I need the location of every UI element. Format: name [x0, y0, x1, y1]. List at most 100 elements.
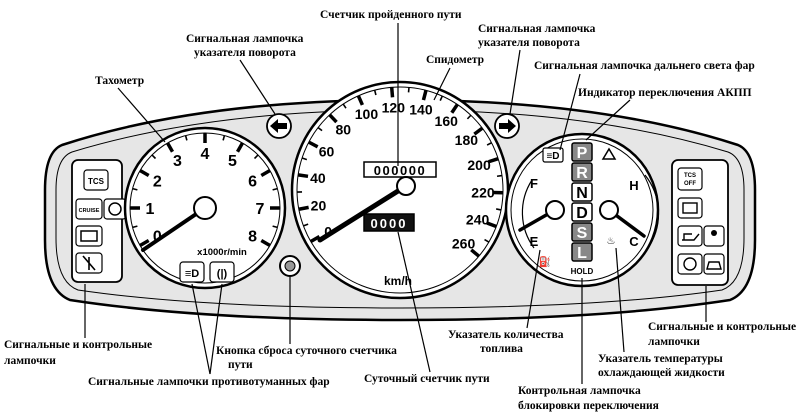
gear-label: P: [577, 145, 588, 162]
label-trip: Суточный счетчик пути: [364, 373, 490, 385]
tachometer-ticks: [130, 133, 280, 248]
label-reset-line1: Кнопка сброса суточного счетчика: [216, 345, 397, 357]
airbag-icon: [711, 230, 717, 236]
speedometer-scale-label: 240: [466, 211, 490, 227]
label-at-indicator: Индикатор переключения АКПП: [578, 87, 752, 99]
speedometer-scale-tick: [356, 95, 365, 106]
tachometer-scale-label: 7: [256, 201, 265, 218]
tcs-lamp-label: TCS: [88, 177, 105, 186]
speedometer-needle: [317, 183, 409, 243]
temp-cold-label: C: [629, 234, 639, 249]
left-warning-panel: TCS CRUISE: [71, 159, 127, 283]
label-odometer: Счетчик пройденного пути: [320, 9, 462, 21]
speedometer-scale-tick: [307, 140, 319, 149]
fuel-pump-icon: ⛽: [539, 255, 551, 268]
tachometer-scale-label: 3: [173, 153, 182, 170]
speedometer-scale-tick: [298, 205, 309, 211]
gear-cell: [571, 142, 593, 162]
label-lock-line1: Контрольная лампочка: [518, 385, 641, 397]
label-fuel-line1: Указатель количества: [448, 329, 564, 341]
label-temp-line2: охлаждающей жидкости: [598, 367, 725, 379]
speedometer-scale-tick: [486, 142, 492, 146]
label-turn-left-line2: указателя поворота: [194, 47, 296, 59]
speedometer-scale-tick: [309, 234, 321, 244]
speedometer-scale-tick: [342, 103, 347, 109]
speedometer-scale-tick: [317, 126, 323, 132]
gear-cell: [571, 162, 593, 182]
tachometer-scale-tick: [272, 225, 278, 229]
gear-cell: [571, 222, 593, 242]
brake-icon: [108, 202, 122, 216]
speedometer-scale-tick: [496, 174, 503, 178]
tachometer-scale-tick: [184, 135, 188, 141]
gear-label: R: [576, 165, 588, 182]
speedometer-scale-tick: [389, 87, 395, 98]
speedometer-scale-label: 180: [455, 132, 479, 148]
speedometer-scale-label: 220: [471, 184, 495, 200]
tachometer-scale-tick: [260, 238, 271, 248]
label-warn-right-line1: Сигнальные и контрольные: [648, 321, 796, 333]
speedometer-scale-label: 100: [355, 106, 379, 122]
speedometer-scale-label: 200: [467, 157, 491, 173]
hazard-icon: [601, 147, 617, 160]
label-high-beam: Сигнальная лампочка дальнего света фар: [534, 60, 755, 72]
rear-fog-icon: (|): [217, 268, 228, 280]
tcs-off-label-bottom: OFF: [684, 181, 696, 187]
label-turn-right-line2: указателя поворота: [478, 37, 580, 49]
tachometer-scale-tick: [151, 154, 157, 160]
label-warn-right-line2: лампочки: [648, 336, 700, 348]
trip-display: [363, 213, 415, 232]
turn-signal-left: [266, 113, 292, 139]
gear-label: D: [576, 205, 588, 222]
seatbelt-icon: [82, 255, 96, 271]
coolant-icon: ♨: [607, 236, 616, 247]
label-warn-left-line2: лампочки: [4, 355, 56, 367]
speedometer-scale-label: 160: [435, 113, 459, 129]
speedometer-scale-label: 140: [409, 102, 433, 118]
speedometer-scale-tick: [303, 223, 309, 227]
trip-reset-button: [279, 255, 301, 277]
tachometer-scale-tick: [260, 168, 271, 178]
speedometer-scale-label: 60: [319, 143, 335, 159]
tachometer-scale-tick: [165, 142, 175, 153]
label-tachometer: Тахометр: [95, 75, 144, 87]
label-lock-line2: блокировки переключения: [518, 400, 659, 412]
speedometer-scale-tick: [328, 113, 338, 124]
label-fuel-line2: топлива: [480, 343, 523, 355]
speedometer-scale-label: 120: [382, 99, 406, 115]
speedometer-scale-tick: [373, 89, 377, 96]
battery-icon: [682, 202, 698, 214]
gear-label: L: [577, 245, 587, 262]
speedometer-scale-tick: [495, 208, 502, 211]
label-reset-line2: пути: [228, 359, 253, 371]
label-turn-right-line1: Сигнальная лампочка: [478, 23, 596, 35]
gear-cell: [571, 242, 593, 262]
label-fog-lamps: Сигнальные лампочки противотуманных фар: [88, 376, 330, 388]
trip-value: 0000: [371, 216, 408, 231]
speedometer-scale-tick: [466, 114, 472, 120]
front-fog-icon: ≡D: [185, 268, 199, 280]
speedometer-scale-tick: [301, 157, 308, 161]
label-warn-left-line1: Сигнальные и контрольные: [4, 339, 152, 351]
gear-label: S: [577, 225, 588, 242]
speedometer-scale-tick: [421, 89, 428, 101]
gear-cell: [571, 202, 593, 222]
speedometer-scale-label: 80: [336, 121, 352, 137]
gear-label: N: [576, 185, 588, 202]
label-speedometer: Спидометр: [426, 54, 484, 66]
tachometer-scale-label: 2: [153, 173, 162, 190]
right-warning-panel: TCS OFF: [671, 159, 729, 286]
fuel-full-label: F: [530, 176, 538, 191]
label-temp-line1: Указатель температуры: [598, 353, 723, 365]
abs-icon: [683, 257, 697, 271]
tachometer-scale-label: 0: [153, 228, 162, 245]
car-icon: [706, 261, 722, 270]
speedometer-scale-tick: [439, 95, 444, 101]
arrow-left-icon: [270, 119, 287, 133]
speedometer-scale-label: 0: [324, 224, 332, 240]
